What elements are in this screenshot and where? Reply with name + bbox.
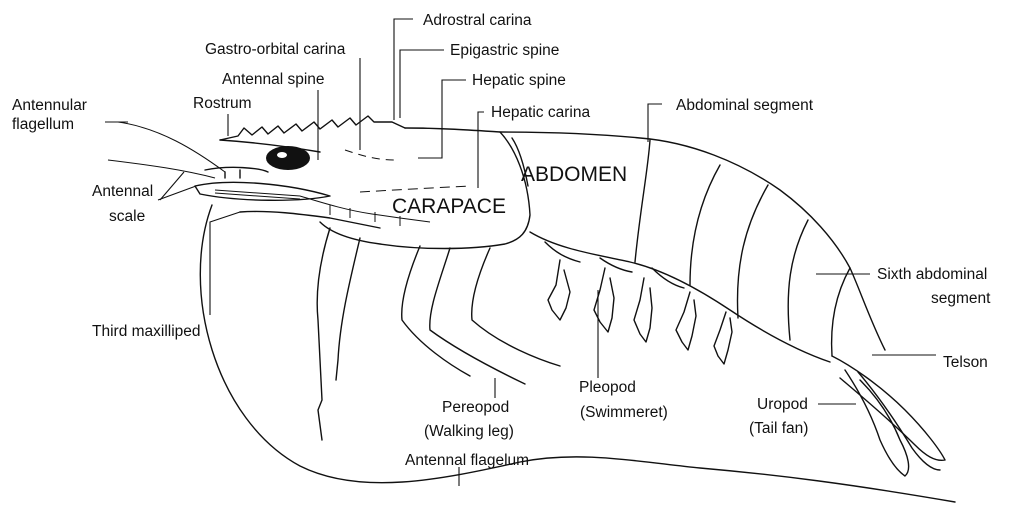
pleopod-base-1 [545, 242, 580, 262]
pleopod-4 [676, 292, 696, 350]
label-uropod-line2: (Tail fan) [749, 420, 808, 437]
label-uropod-line1: Uropod [757, 396, 808, 413]
label-gastro-orbital-carina: Gastro-orbital carina [205, 41, 346, 58]
antennal-scale-outline [195, 182, 330, 200]
label-pereopod-line1: Pereopod [442, 399, 509, 416]
label-telson: Telson [943, 354, 988, 371]
pleopod-2 [594, 268, 614, 332]
antennular-flagellum-strand [118, 122, 225, 172]
label-antennular-flagellum-line1: Antennular [12, 97, 87, 114]
third-maxilliped-outline [240, 211, 380, 228]
abdominal-segment-4 [737, 185, 768, 318]
eye [266, 146, 310, 170]
leader-lines [105, 19, 936, 486]
label-pleopod-line2: (Swimmeret) [580, 404, 668, 421]
label-pleopod-line1: Pleopod [579, 379, 636, 396]
antennule-peduncle [205, 167, 268, 178]
leader-antennal-scale-2 [160, 172, 184, 200]
pleopod-1 [548, 260, 570, 320]
pereopod-1 [317, 228, 330, 440]
abdominal-segment-6 [832, 268, 850, 356]
label-abdominal-segment: Abdominal segment [676, 97, 814, 114]
label-rostrum: Rostrum [193, 95, 252, 112]
label-antennal-spine: Antennal spine [222, 71, 325, 88]
leader-third-maxilliped [210, 212, 240, 315]
leader-adrostral-carina [394, 19, 413, 120]
pereopod-5 [472, 248, 560, 366]
abdominal-segment-5 [788, 220, 808, 340]
telson-outline [832, 356, 945, 460]
rostrum-outline [220, 116, 405, 140]
hepatic-carina-line [360, 186, 470, 192]
pleopod-3 [634, 278, 652, 342]
leader-abdominal-segment [648, 104, 662, 142]
label-antennular-flagellum-line2: flagellum [12, 116, 74, 133]
antennal-flagellum-line [200, 205, 955, 502]
pereopod-4 [430, 248, 525, 384]
leader-hepatic-carina [478, 112, 484, 188]
gastro-orbital-carina-line [345, 150, 395, 160]
leader-epigastric-spine [400, 50, 444, 118]
abdomen-bottom-outline [530, 232, 830, 362]
label-hepatic-carina: Hepatic carina [491, 104, 590, 121]
leader-hepatic-spine [418, 80, 466, 158]
labels: Adrostral carina Gastro-orbital carina E… [12, 12, 991, 469]
eye-highlight [277, 152, 287, 158]
label-epigastric-spine: Epigastric spine [450, 42, 559, 59]
label-antennal-scale-line1: Antennal [92, 183, 153, 200]
label-sixth-abdominal-segment-line2: segment [931, 290, 991, 307]
label-hepatic-spine: Hepatic spine [472, 72, 566, 89]
pereopod-2 [336, 238, 360, 380]
label-pereopod-line2: (Walking leg) [424, 423, 514, 440]
label-carapace: CARAPACE [392, 195, 506, 218]
label-abdomen: ABDOMEN [521, 163, 627, 186]
antennular-flagellum-strand-2 [108, 160, 215, 178]
abdominal-segment-3 [690, 165, 720, 285]
label-third-maxilliped: Third maxilliped [92, 323, 201, 340]
leader-antennal-scale [158, 186, 196, 200]
label-antennal-flagelum: Antennal flagelum [405, 452, 529, 469]
abdominal-segment-2 [635, 140, 650, 262]
label-sixth-abdominal-segment-line1: Sixth abdominal [877, 266, 987, 283]
label-adrostral-carina: Adrostral carina [423, 12, 532, 29]
pleopod-5 [714, 312, 732, 364]
pereopod-3 [402, 246, 470, 376]
rostrum-lower [220, 140, 320, 152]
label-antennal-scale-line2: scale [109, 208, 145, 225]
